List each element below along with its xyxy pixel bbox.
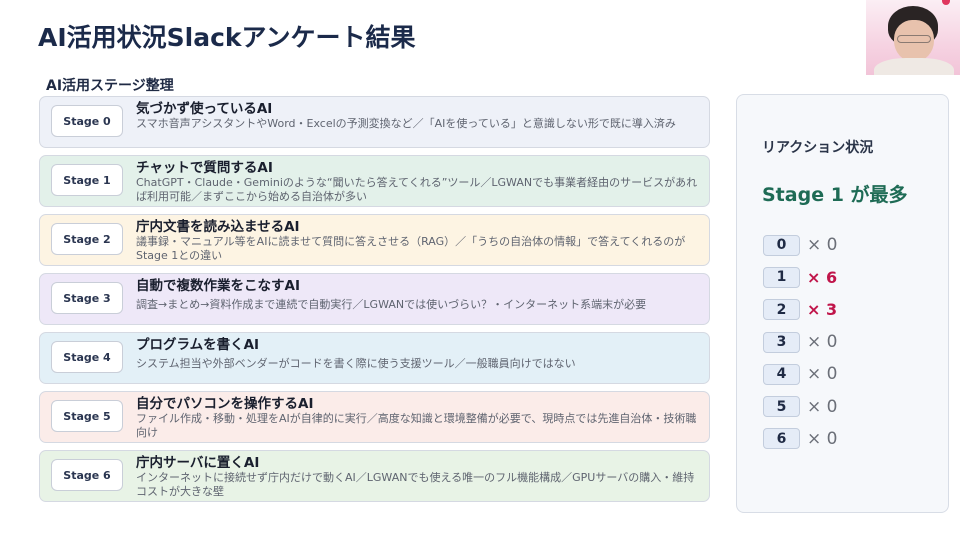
stage-description: ChatGPT・Claude・Geminiのような“聞いたら答えてくれる”ツール… [136, 176, 698, 203]
stage-number-badge: 3 [763, 331, 800, 353]
stage-badge: Stage 6 [51, 459, 123, 491]
stage-number-badge: 5 [763, 396, 800, 418]
stage-badge: Stage 5 [51, 400, 123, 432]
stage-number-badge: 4 [763, 363, 800, 385]
reaction-count-row: 3 × 0 [763, 326, 837, 358]
stage-number-badge: 2 [763, 299, 800, 321]
presenter-webcam [866, 0, 960, 75]
stage-description: システム担当や外部ベンダーがコードを書く際に使う支援ツール／一般職員向けではない [136, 357, 576, 370]
reaction-count-value: × 0 [807, 364, 838, 385]
reaction-count-value: × 0 [807, 428, 838, 449]
stage-list: Stage 0 気づかず使っているAI スマホ音声アシスタントやWord・Exc… [39, 96, 710, 509]
webcam-glasses [897, 35, 931, 43]
stage-card-3: Stage 3 自動で複数作業をこなすAI 調査→まとめ→資料作成まで連続で自動… [39, 273, 710, 325]
stage-name: チャットで質問するAI [136, 160, 273, 176]
stage-card-5: Stage 5 自分でパソコンを操作するAI ファイル作成・移動・処理をAIが自… [39, 391, 710, 443]
stage-description: スマホ音声アシスタントやWord・Excelの予測変換など／「AIを使っている」… [136, 117, 676, 130]
stage-badge: Stage 1 [51, 164, 123, 196]
stage-name: 庁内文書を読み込ませるAI [136, 219, 300, 235]
stage-card-4: Stage 4 プログラムを書くAI システム担当や外部ベンダーがコードを書く際… [39, 332, 710, 384]
reaction-count-row: 5 × 0 [763, 390, 837, 422]
stage-card-6: Stage 6 庁内サーバに置くAI インターネットに接続せず庁内だけで動くAI… [39, 450, 710, 502]
stage-badge: Stage 4 [51, 341, 123, 373]
stage-name: プログラムを書くAI [136, 337, 260, 353]
reaction-count-value: × 0 [807, 235, 838, 256]
reaction-count-value: × 0 [807, 396, 838, 417]
stage-description: ファイル作成・移動・処理をAIが自律的に実行／高度な知識と環境整備が必要で、現時… [136, 412, 697, 439]
stage-description: 議事録・マニュアル等をAIに読ませて質問に答えさせる（RAG）／「うちの自治体の… [136, 235, 686, 262]
stage-description: 調査→まとめ→資料作成まで連続で自動実行／LGWANでは使いづらい？・インターネ… [136, 298, 647, 311]
stage-badge: Stage 3 [51, 282, 123, 314]
stage-card-0: Stage 0 気づかず使っているAI スマホ音声アシスタントやWord・Exc… [39, 96, 710, 148]
stage-name: 気づかず使っているAI [136, 101, 273, 117]
webcam-shirt [874, 58, 954, 75]
stage-name: 自動で複数作業をこなすAI [136, 278, 300, 294]
reaction-count-list: 0 × 0 1 × 6 2 × 3 3 × 0 4 × 0 5 × 0 6 × … [763, 229, 837, 455]
reaction-count-value: × 0 [807, 332, 838, 353]
stage-badge: Stage 0 [51, 105, 123, 137]
stage-description: インターネットに接続せず庁内だけで動くAI／LGWANでも使える唯一のフル機能構… [136, 471, 695, 498]
stage-name: 庁内サーバに置くAI [136, 455, 260, 471]
slide-title: AI活用状況Slackアンケート結果 [38, 23, 416, 52]
brand-logo-icon [942, 0, 950, 5]
reaction-count-row: 0 × 0 [763, 229, 837, 261]
reaction-count-row: 2 × 3 [763, 294, 837, 326]
top-stage-highlight: Stage 1 が最多 [762, 184, 908, 206]
reaction-count-row: 6 × 0 [763, 423, 837, 455]
stage-number-badge: 0 [763, 234, 800, 256]
stage-badge: Stage 2 [51, 223, 123, 255]
reaction-count-value: × 3 [807, 300, 838, 320]
stage-card-2: Stage 2 庁内文書を読み込ませるAI 議事録・マニュアル等をAIに読ませて… [39, 214, 710, 266]
stage-card-1: Stage 1 チャットで質問するAI ChatGPT・Claude・Gemin… [39, 155, 710, 207]
stage-number-badge: 1 [763, 266, 800, 288]
reaction-count-row: 4 × 0 [763, 358, 837, 390]
reaction-panel: リアクション状況 Stage 1 が最多 0 × 0 1 × 6 2 × 3 3… [736, 94, 949, 513]
stage-number-badge: 6 [763, 428, 800, 450]
reaction-count-value: × 6 [807, 267, 838, 287]
reaction-count-row: 1 × 6 [763, 261, 837, 293]
stage-name: 自分でパソコンを操作するAI [136, 396, 314, 412]
reaction-panel-title: リアクション状況 [762, 140, 874, 156]
section-heading: AI活用ステージ整理 [46, 78, 174, 94]
